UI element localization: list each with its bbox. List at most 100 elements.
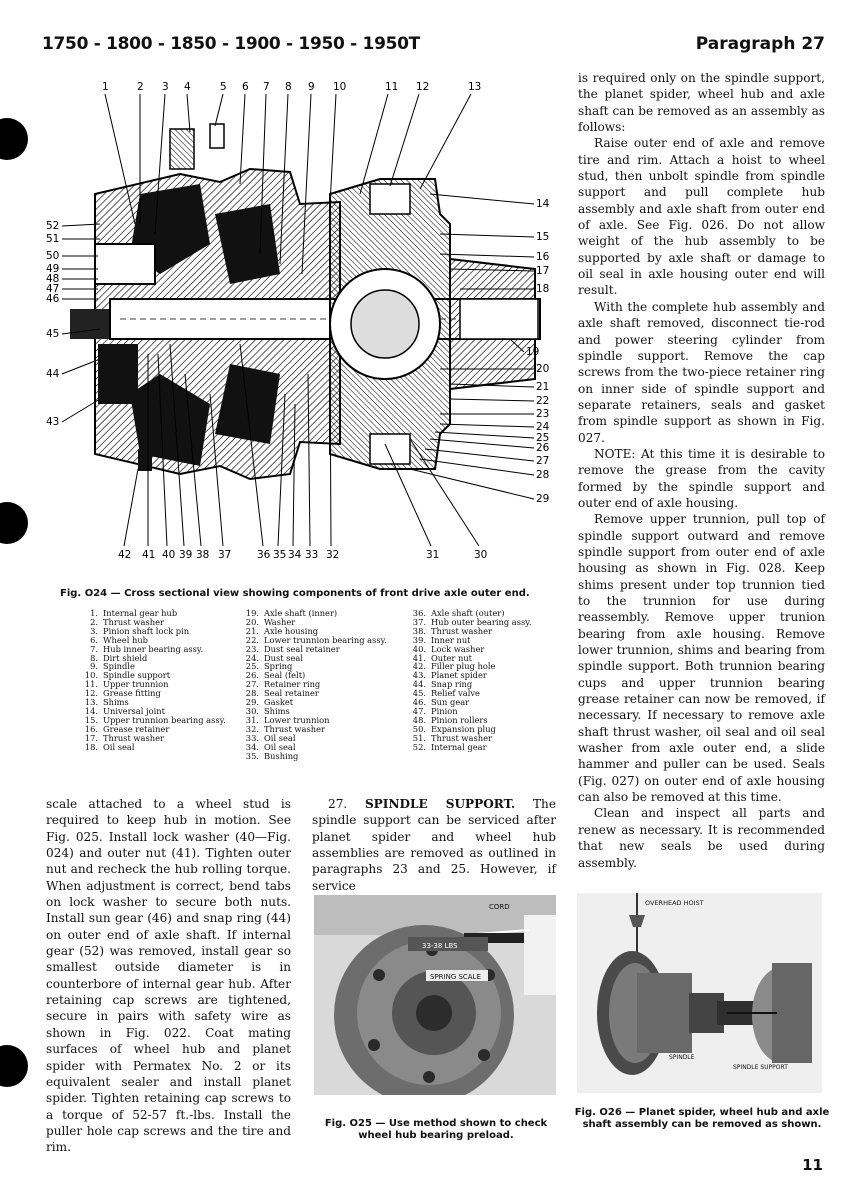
callout-22: 22 — [536, 395, 549, 407]
paragraph-text: The spindle support can be serviced afte… — [312, 797, 556, 893]
legend-number: 42. — [412, 661, 426, 672]
legend-item: 10.Spindle support — [84, 671, 249, 680]
body-column-left: scale attached to a wheel stud is requir… — [46, 796, 291, 1156]
legend-item: 14. Universal joint — [84, 707, 249, 716]
callout-40: 40 — [162, 549, 175, 561]
binder-punch-hole — [0, 1045, 28, 1087]
paragraph: is required only on the spindle support,… — [578, 71, 825, 135]
legend-item: 16.Grease retainer — [84, 724, 249, 734]
legend-item: 11.Upper trunnion — [84, 680, 249, 689]
legend-item: 32.Thrust washer — [245, 724, 415, 734]
legend-label: Seal (felt) — [264, 670, 306, 681]
body-column-middle: 27. SPINDLE SUPPORT. The spindle support… — [312, 796, 556, 894]
callout-17: 17 — [536, 265, 549, 277]
overhead-hoist-label: OVERHEAD HOIST — [645, 899, 704, 907]
legend-label: Bushing — [264, 750, 299, 761]
legend-item: 6.Wheel hub — [84, 635, 249, 645]
legend-label: Oil seal — [264, 741, 296, 752]
paragraph: With the complete hub assembly and axle … — [578, 299, 825, 445]
callout-2: 2 — [137, 81, 144, 93]
fig-025-caption: Fig. O25 — Use method shown to check whe… — [324, 1118, 548, 1141]
legend-number: 48. — [412, 714, 426, 725]
callout-20: 20 — [536, 363, 549, 375]
legend-number: 7. — [90, 643, 98, 654]
paragraph: Remove upper trunnion, pull top of spind… — [578, 512, 825, 805]
legend-number: 33. — [245, 732, 259, 743]
fig-024-cross-section-diagram: 1 2 3 4 5 6 7 8 9 10 11 12 13 52 51 — [46, 81, 550, 561]
legend-label: Pinion rollers — [431, 714, 488, 725]
legend-label: Spindle support — [103, 670, 171, 681]
spindle-label: SPINDLE — [669, 1054, 695, 1061]
callout-10: 10 — [333, 81, 346, 93]
legend-number: 9. — [90, 661, 98, 672]
legend-item: 38.Thrust washer — [412, 626, 562, 636]
section-number: 27. — [328, 797, 348, 811]
legend-number: 8. — [90, 652, 98, 663]
legend-label: Spindle — [103, 661, 135, 672]
legend-item: 21.Axle housing — [245, 626, 415, 636]
legend-number: 31. — [245, 714, 259, 725]
legend-item: 39. Inner nut — [412, 634, 562, 645]
callout-12: 12 — [416, 81, 429, 93]
callout-46: 46 — [46, 293, 60, 305]
legend-item: 42.Filler plug hole — [412, 662, 562, 671]
callout-52: 52 — [46, 220, 59, 232]
legend-number: 44. — [412, 679, 426, 690]
legend-item: 1.Internal gear hub — [84, 609, 249, 618]
callout-4: 4 — [184, 81, 191, 93]
legend-label: Washer — [264, 616, 296, 627]
legend-number: 25. — [245, 661, 259, 672]
callout-41: 41 — [142, 549, 155, 561]
legend-label: Hub outer bearing assy. — [431, 616, 532, 627]
legend-item: 45.Relief valve — [412, 689, 562, 698]
legend-label: Dirt shield — [103, 652, 148, 663]
callout-38: 38 — [196, 549, 209, 561]
legend-label: Hub inner bearing assy. — [103, 643, 204, 654]
callout-34: 34 — [288, 549, 302, 561]
legend-number: 41. — [412, 652, 426, 663]
callout-43: 43 — [46, 416, 59, 428]
legend-label: Relief valve — [431, 688, 480, 699]
note-paragraph: NOTE: At this time it is desirable to re… — [578, 446, 825, 510]
legend-number: 27. — [245, 679, 259, 690]
legend-label: Sun gear — [431, 697, 470, 708]
callout-33: 33 — [305, 549, 318, 561]
legend-label: Oil seal — [103, 741, 135, 752]
legend-label: Thrust washer — [103, 732, 164, 743]
legend-label: Internal gear hub — [103, 608, 178, 618]
legend-number: 12. — [84, 688, 98, 699]
callout-21: 21 — [536, 381, 549, 393]
cord-label: CORD — [489, 903, 510, 911]
legend-number: 52. — [412, 741, 426, 752]
models-header: 1750 - 1800 - 1850 - 1900 - 1950 - 1950T — [42, 34, 420, 54]
right-callouts: 14 15 16 17 18 19 20 21 22 23 24 25 26 2… — [409, 193, 550, 505]
legend-item: 33.Oil seal — [245, 732, 415, 743]
legend-item: 12.Grease fitting — [84, 689, 249, 698]
callout-6: 6 — [242, 81, 249, 93]
legend-item: 31. Lower trunnion — [245, 714, 415, 725]
legend-number: 14. — [84, 705, 98, 716]
callout-27: 27 — [536, 455, 549, 467]
callout-50: 50 — [46, 250, 59, 262]
legend-label: Lower trunnion — [264, 714, 330, 725]
callout-18: 18 — [536, 283, 549, 295]
legend-number: 39. — [412, 634, 426, 645]
paragraph: Raise outer end of axle and remove tire … — [578, 136, 825, 298]
callout-5: 5 — [220, 81, 227, 93]
legend-label: Shims — [103, 697, 129, 708]
legend-label: Inner nut — [431, 634, 471, 645]
legend-label: Planet spider — [431, 670, 487, 681]
legend-number: 35. — [245, 750, 259, 761]
legend-label: Universal joint — [103, 705, 165, 716]
legend-label: Expansion plug — [431, 723, 496, 734]
legend-number: 29. — [245, 697, 259, 708]
top-callouts: 1 2 3 4 5 6 7 8 9 10 11 12 13 — [102, 81, 481, 275]
legend-label: Axle shaft (inner) — [264, 608, 338, 618]
lbs-label: 33-38 LBS — [422, 942, 458, 950]
callout-32: 32 — [326, 549, 339, 561]
page-number: 11 — [802, 1156, 823, 1174]
legend-label: Thrust washer — [431, 732, 492, 743]
legend-label: Gasket — [264, 697, 294, 708]
legend-label: Seal retainer — [264, 688, 319, 699]
legend-item: 37.Hub outer bearing assy. — [412, 618, 562, 627]
